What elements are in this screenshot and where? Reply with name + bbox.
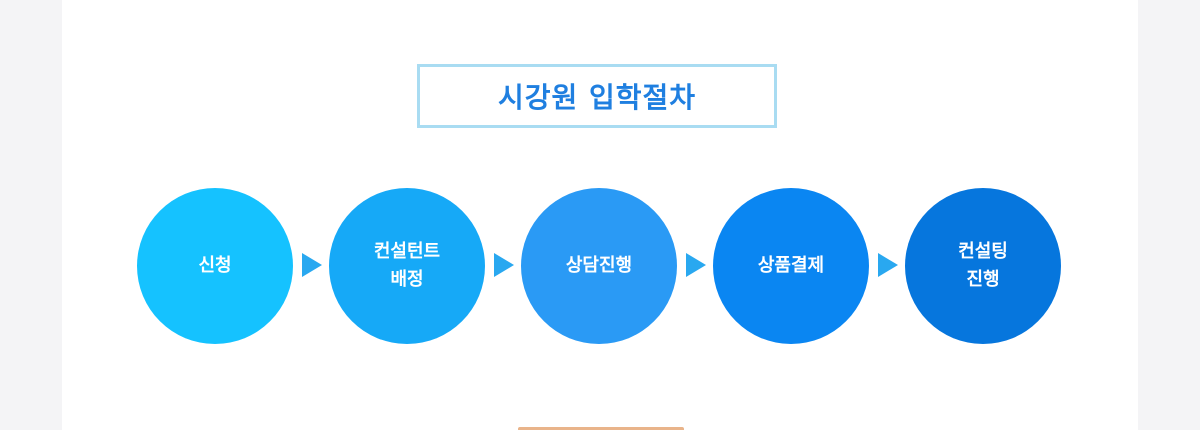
content-panel: 시강원 입학절차 신청 컨설턴트 배정 상담진행 상품결제 컨설팅 진행 [62, 0, 1138, 430]
step-circle-apply: 신청 [137, 188, 293, 344]
process-steps: 신청 컨설턴트 배정 상담진행 상품결제 컨설팅 진행 [62, 0, 1138, 430]
step-label: 컨설턴트 배정 [373, 241, 441, 290]
step-label: 컨설팅 진행 [958, 241, 1008, 290]
title-box: 시강원 입학절차 [417, 64, 777, 128]
arrow-right-icon [686, 253, 706, 277]
step-circle-consultant-assignment: 컨설턴트 배정 [329, 188, 485, 344]
arrow-right-icon [878, 253, 898, 277]
arrow-right-icon [494, 253, 514, 277]
step-label: 신청 [198, 255, 232, 276]
step-circle-consultation: 상담진행 [521, 188, 677, 344]
step-label: 상품결제 [757, 255, 825, 276]
step-circle-payment: 상품결제 [713, 188, 869, 344]
step-circle-consulting: 컨설팅 진행 [905, 188, 1061, 344]
arrow-right-icon [302, 253, 322, 277]
step-label: 상담진행 [565, 255, 633, 276]
page-title: 시강원 입학절차 [497, 81, 697, 114]
bottom-tab-edge [518, 427, 684, 430]
